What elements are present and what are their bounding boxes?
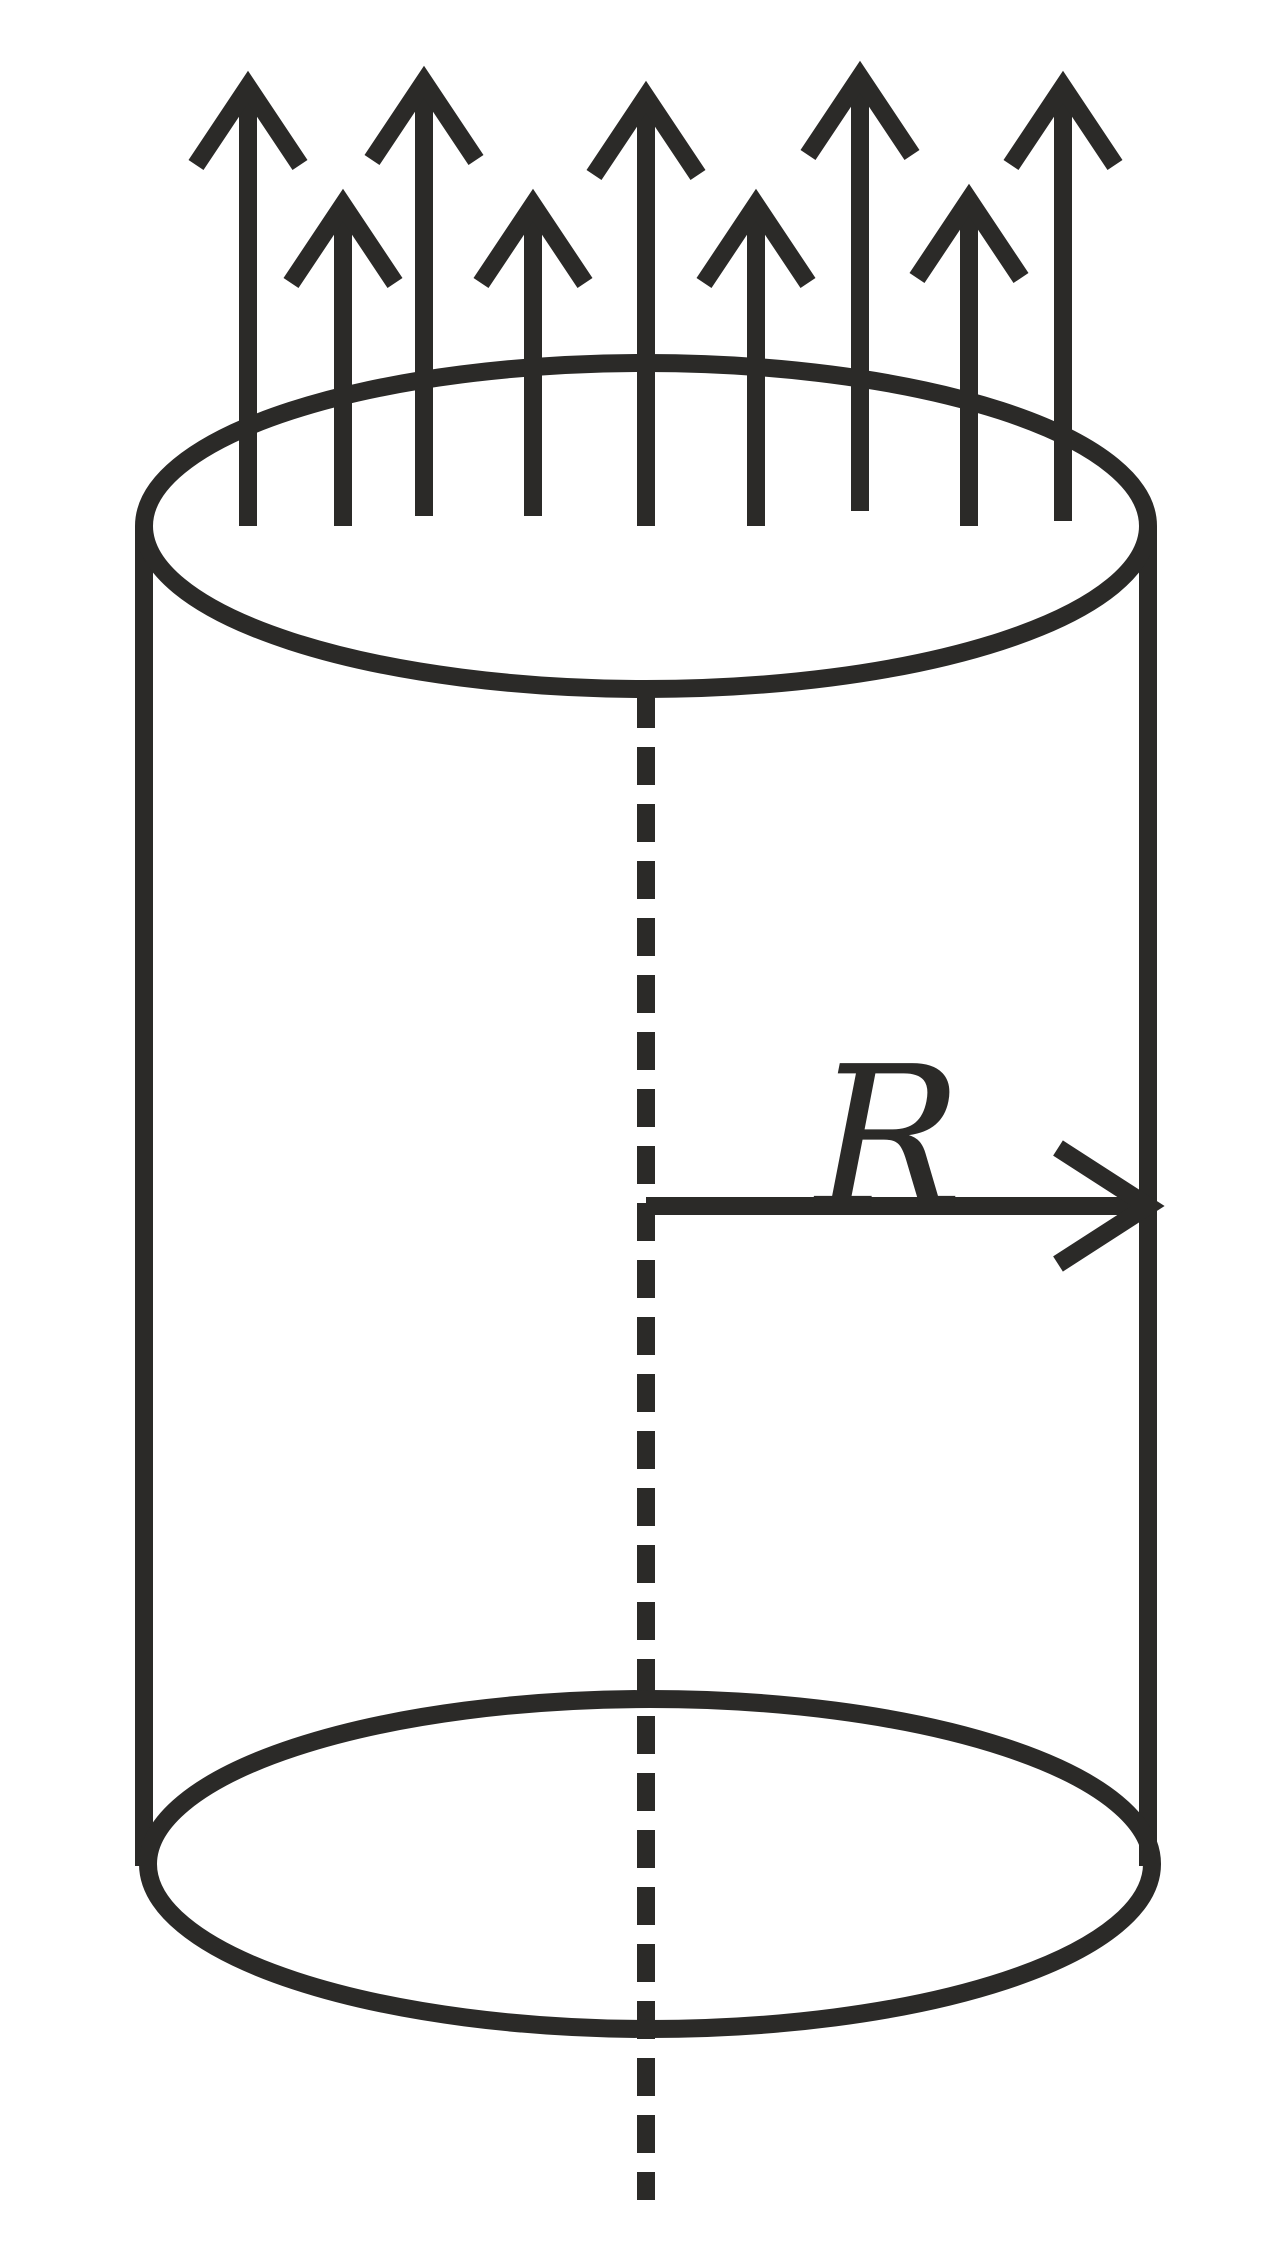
field-arrow bbox=[283, 188, 403, 526]
field-arrow bbox=[696, 188, 816, 526]
radius-arrow bbox=[646, 1140, 1165, 1272]
field-arrow bbox=[909, 183, 1029, 526]
field-arrow bbox=[586, 80, 706, 526]
field-arrow bbox=[473, 188, 593, 516]
radius-label: R bbox=[812, 1025, 963, 1253]
field-arrow bbox=[188, 70, 308, 526]
field-arrow bbox=[364, 65, 484, 516]
cylinder-bottom-ellipse bbox=[139, 1690, 1161, 2038]
field-arrows bbox=[188, 60, 1123, 526]
field-arrow bbox=[800, 60, 920, 511]
field-arrow bbox=[1003, 70, 1123, 521]
